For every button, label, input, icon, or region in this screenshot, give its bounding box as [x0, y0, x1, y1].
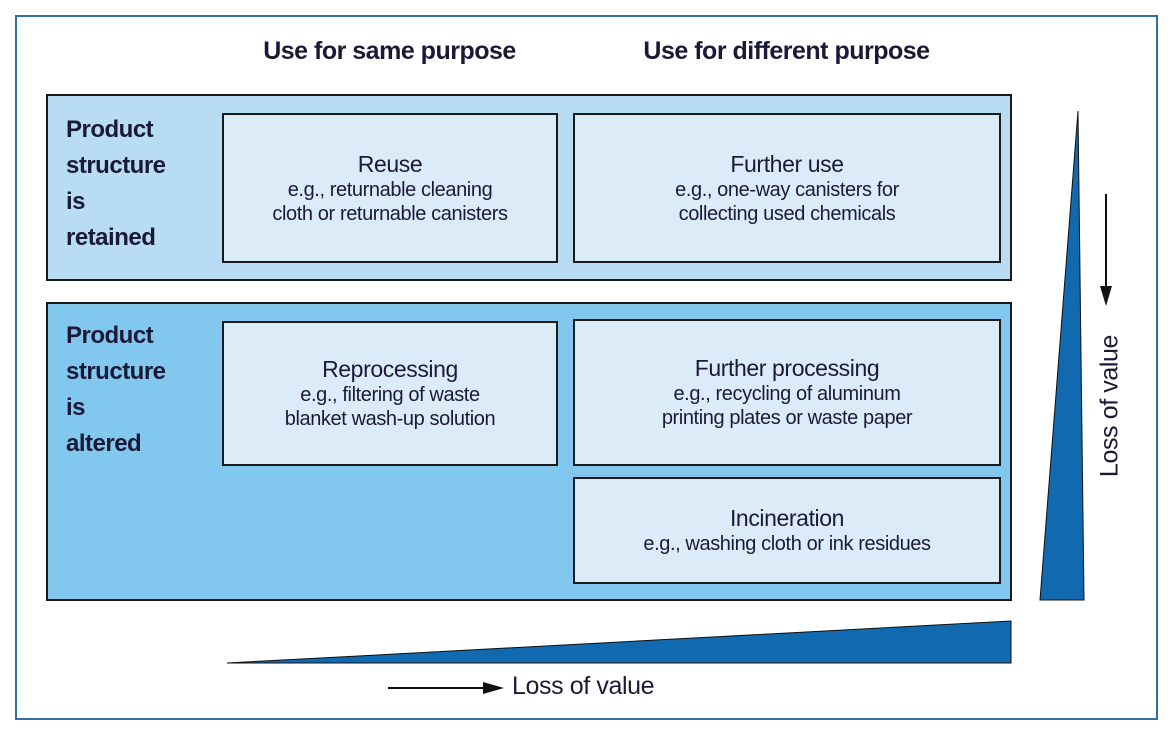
cell-example-line: e.g., recycling of aluminum	[673, 383, 901, 405]
cell-further-use: Further use e.g., one-way canisters for …	[573, 113, 1001, 263]
horizontal-loss-wedge	[226, 620, 1012, 664]
cell-title: Reuse	[357, 150, 423, 177]
cell-reuse: Reuse e.g., returnable cleaning cloth or…	[222, 113, 558, 263]
row-label-line: is	[66, 188, 86, 215]
row-label-line: structure	[66, 358, 166, 385]
row-label-line: structure	[66, 152, 166, 179]
row-label-line: altered	[66, 430, 142, 457]
cell-example-line: collecting used chemicals	[678, 202, 896, 225]
cell-further-processing: Further processing e.g., recycling of al…	[573, 319, 1001, 466]
cell-example-line: cloth or returnable canisters	[272, 202, 508, 225]
cell-example-line: e.g., filtering of waste	[300, 384, 480, 406]
cell-example-line: e.g., washing cloth or ink residues	[643, 533, 931, 555]
cell-example-line: printing plates or waste paper	[661, 407, 913, 429]
row-label-line: Product	[66, 116, 154, 143]
column-header-different-purpose: Use for different purpose	[643, 37, 930, 65]
cell-example-line: e.g., returnable cleaning	[287, 178, 493, 201]
right-arrow-icon	[388, 682, 504, 694]
cell-reprocessing: Reprocessing e.g., filtering of waste bl…	[222, 321, 558, 466]
horizontal-axis-label: Loss of value	[512, 672, 655, 700]
cell-incineration: Incineration e.g., washing cloth or ink …	[573, 477, 1001, 584]
cell-example-line: blanket wash-up solution	[284, 408, 496, 430]
row-label-structure-altered: Product structure is altered	[66, 318, 166, 462]
row-label-structure-retained: Product structure is retained	[66, 112, 166, 256]
down-arrow-icon	[1100, 194, 1112, 306]
cell-title: Incineration	[729, 505, 845, 531]
column-header-same-purpose: Use for same purpose	[263, 37, 516, 65]
vertical-loss-wedge	[1039, 110, 1085, 601]
cell-example-line: e.g., one-way canisters for	[675, 178, 899, 201]
cell-title: Further use	[730, 150, 844, 177]
vertical-axis-label-text: Loss of value	[1095, 334, 1124, 478]
row-label-line: is	[66, 394, 86, 421]
row-label-line: Product	[66, 322, 154, 349]
cell-title: Reprocessing	[322, 356, 458, 382]
row-label-line: retained	[66, 224, 156, 251]
cell-title: Further processing	[694, 355, 880, 381]
